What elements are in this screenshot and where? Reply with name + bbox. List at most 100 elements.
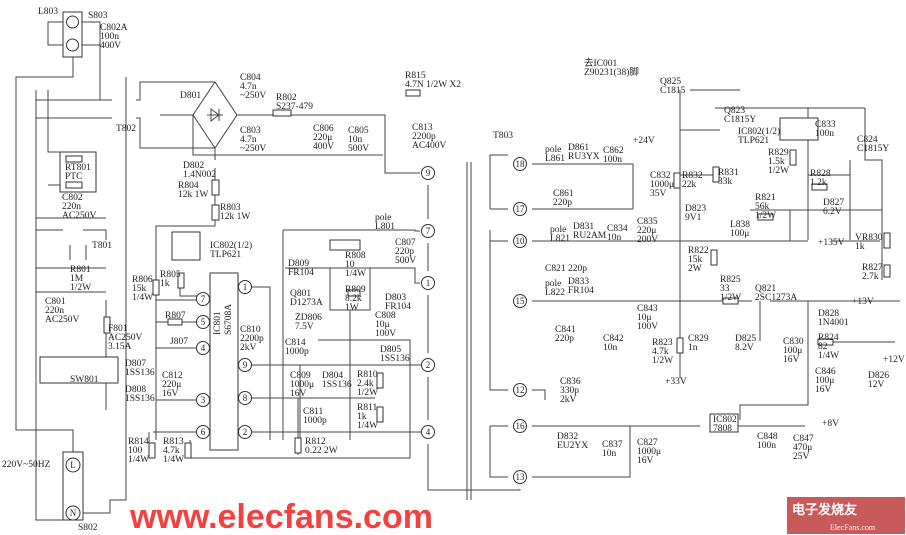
fuse-f801 [103, 316, 111, 334]
label-line: 1/4W [132, 293, 153, 303]
label-line: C832 [650, 171, 671, 181]
label-line: VR830 [855, 233, 883, 243]
label-line: 25V [793, 452, 810, 462]
label-line: RU3YX [568, 152, 600, 162]
pin-number: 2 [243, 427, 248, 437]
label-line: 7.5V [295, 322, 314, 332]
label-line: pole [550, 225, 566, 235]
optocoupler-ic802-receiver [779, 117, 819, 141]
pin-number: 15 [516, 296, 526, 306]
label-line: F801 [108, 324, 128, 334]
resistor-r821 [757, 213, 774, 221]
label-line: R801 [70, 265, 91, 275]
resistor-r814 [148, 442, 156, 459]
label-line: ~250V [240, 144, 266, 154]
pin-ic-left-5: 5 [196, 315, 210, 329]
label-v135: +135V [818, 238, 845, 248]
pin-circle-icon [513, 470, 527, 484]
resistor-r827 [883, 264, 891, 278]
resistor-r829 [789, 149, 797, 166]
switch-sw801[interactable] [39, 356, 119, 384]
pin-t-left-7: 7 [421, 224, 435, 238]
pin-circle-icon [65, 505, 81, 521]
label-line: D833 [568, 277, 589, 287]
label-line: C812 [162, 371, 183, 381]
label-line: R811 [357, 403, 377, 413]
label-line: 2kV [240, 343, 257, 353]
pin-number: 10 [516, 236, 526, 246]
label-line: 1/4W [818, 351, 839, 361]
label-line: C833 [815, 120, 836, 130]
resistor-r803 [211, 204, 220, 221]
label-line: D832 [557, 432, 578, 442]
label-line: D803 [385, 293, 406, 303]
label-line: 1SS136 [125, 368, 155, 378]
label-line: 56k [755, 202, 770, 212]
label-line: D828 [818, 309, 839, 319]
label-line: C804 [240, 73, 261, 83]
label-line: C808 [375, 311, 396, 321]
label-line: 100V [637, 322, 658, 332]
label-line: 1.2k [810, 178, 827, 188]
label-line: RT801 [65, 163, 91, 173]
label-line: SW801 [70, 375, 99, 385]
s803-contact-icon [66, 15, 79, 29]
label-line: 1/2W [652, 356, 673, 366]
label-line: C836 [560, 377, 581, 387]
label-line: 1000μ [650, 180, 674, 190]
label-line: 1/2W [755, 211, 776, 221]
label-line: C835 [637, 217, 658, 227]
label-line: IC802(1/2) [210, 240, 252, 251]
label-line: D826 [868, 371, 889, 381]
pin-circle-icon [238, 391, 252, 405]
wiring [15, 21, 900, 521]
label-line: L821 [550, 234, 570, 244]
pin-number: 12 [516, 385, 525, 395]
label-line: 10μ [375, 320, 390, 330]
pin-number: N [70, 508, 77, 518]
resistor-r822 [710, 249, 718, 266]
svg-text:电子发烧友: 电子发烧友 [792, 502, 857, 518]
pin-number: 6 [201, 427, 206, 437]
pin-ic-left-3: 3 [196, 393, 210, 407]
potentiometer-vr830[interactable] [883, 232, 891, 249]
label-line: AC250V [45, 315, 79, 325]
label-ic802a: IC802(1/2)TLP621 [210, 240, 252, 260]
label-line: L801 [375, 222, 395, 232]
pin-circle-icon [196, 341, 210, 355]
pin-ic-left-7: 7 [196, 292, 210, 306]
label-line: 4.7k [163, 446, 180, 456]
label-line: 500V [395, 256, 416, 266]
pin-number: 7 [426, 226, 431, 236]
label-line: C847 [793, 434, 814, 444]
pin-t-right-15: 15 [513, 294, 527, 308]
